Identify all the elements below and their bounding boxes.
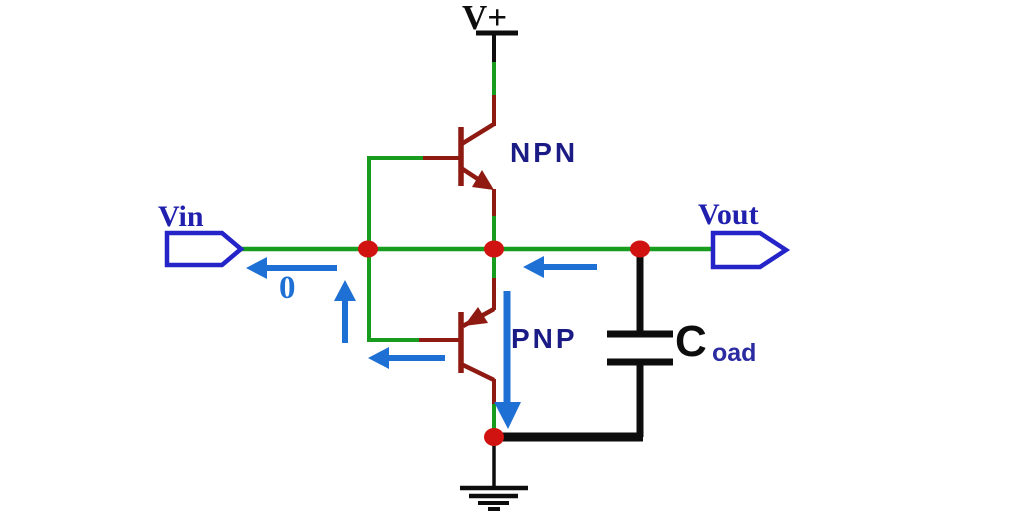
junction-dots <box>358 240 650 446</box>
supply-label: V+ <box>462 0 508 37</box>
ground-symbol <box>460 437 528 511</box>
pnp-transistor <box>458 251 496 436</box>
vin-terminal-shape <box>164 230 245 268</box>
vin-label: Vin <box>158 200 204 233</box>
current-arrow-pnp-base-left <box>368 347 445 369</box>
capacitor-sub-label: oad <box>712 339 757 367</box>
vout-label: Vout <box>698 198 759 231</box>
current-arrow-base-up <box>334 280 356 343</box>
zero-current-label: 0 <box>279 270 296 306</box>
npn-emitter-arrow <box>472 170 494 190</box>
load-capacitor <box>492 252 673 442</box>
current-arrow-collector-down <box>494 291 521 429</box>
npn-transistor <box>458 122 496 247</box>
junction-dot-ground <box>484 428 504 446</box>
npn-label: NPN <box>510 137 579 168</box>
junction-dot-input <box>358 240 378 258</box>
current-arrow-input-left <box>246 257 337 279</box>
pnp-emitter-arrow <box>464 307 488 326</box>
power-supply-rail <box>476 30 518 126</box>
capacitor-label: C <box>675 317 707 366</box>
vout-terminal-shape <box>710 230 791 270</box>
current-arrow-output-left <box>523 256 597 278</box>
pnp-label: PNP <box>511 323 578 354</box>
junction-dot-vout <box>630 240 650 258</box>
junction-dot-output-center <box>484 240 504 258</box>
